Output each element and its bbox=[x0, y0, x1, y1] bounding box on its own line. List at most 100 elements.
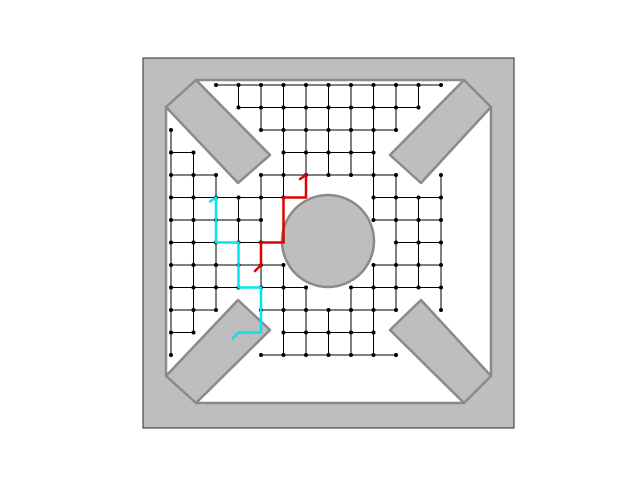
grid-node bbox=[169, 240, 173, 245]
grid-node bbox=[236, 105, 241, 110]
grid-node bbox=[281, 83, 286, 87]
arena bbox=[142, 57, 515, 429]
grid-node bbox=[394, 240, 398, 245]
grid-node bbox=[394, 308, 398, 312]
grid-node bbox=[394, 173, 398, 177]
grid-node bbox=[169, 150, 173, 155]
grid-node bbox=[214, 285, 218, 290]
grid-node bbox=[326, 330, 331, 335]
grid-node bbox=[371, 128, 376, 132]
grid-node bbox=[394, 353, 398, 357]
grid-node bbox=[281, 330, 286, 335]
grid-node bbox=[349, 128, 353, 132]
grid-node bbox=[236, 83, 241, 87]
grid-node bbox=[304, 353, 308, 357]
grid-node bbox=[439, 285, 443, 290]
grid-node bbox=[259, 195, 263, 200]
grid-node bbox=[416, 285, 421, 290]
grid-node bbox=[281, 308, 286, 312]
grid-node bbox=[394, 128, 398, 132]
grid-node bbox=[416, 218, 421, 222]
grid-node bbox=[281, 353, 286, 357]
path_b-line bbox=[214, 196, 263, 334]
grid-node bbox=[191, 240, 196, 245]
grid-node bbox=[394, 195, 398, 200]
grid-node bbox=[191, 195, 196, 200]
grid-node bbox=[304, 308, 308, 312]
grid-node bbox=[439, 240, 443, 245]
grid-node bbox=[416, 263, 421, 267]
grid-node bbox=[259, 128, 263, 132]
grid-node bbox=[214, 173, 218, 177]
grid-node bbox=[281, 173, 286, 177]
grid-node bbox=[371, 83, 376, 87]
grid-node bbox=[371, 218, 376, 222]
grid-node bbox=[371, 195, 376, 200]
grid-node bbox=[259, 218, 263, 222]
grid-node bbox=[439, 173, 443, 177]
grid-node bbox=[394, 263, 398, 267]
grid-node bbox=[169, 195, 173, 200]
grid-node bbox=[236, 218, 241, 222]
grid-node bbox=[416, 83, 421, 87]
grid-node bbox=[349, 83, 353, 87]
grid-node bbox=[169, 218, 173, 222]
diagonal-bar-bottom-right bbox=[388, 298, 493, 405]
grid-node bbox=[236, 195, 241, 200]
grid-node bbox=[439, 308, 443, 312]
grid-node bbox=[304, 128, 308, 132]
grid-node bbox=[191, 285, 196, 290]
grid-node bbox=[281, 105, 286, 110]
grid-node bbox=[169, 173, 173, 177]
grid-node bbox=[371, 150, 376, 155]
grid-node bbox=[326, 353, 331, 357]
diagonal-bar-top-left bbox=[164, 78, 272, 185]
grid-node bbox=[259, 105, 263, 110]
grid-node bbox=[191, 308, 196, 312]
path_b-start-tick bbox=[231, 331, 240, 340]
grid-node bbox=[439, 263, 443, 267]
grid-node bbox=[371, 353, 376, 357]
paths bbox=[208, 173, 308, 340]
grid-node bbox=[169, 330, 173, 335]
grid-edges bbox=[170, 84, 442, 356]
grid-node bbox=[281, 150, 286, 155]
grid-node bbox=[349, 105, 353, 110]
grid-node bbox=[169, 285, 173, 290]
diagonal-bar-top-right bbox=[388, 78, 493, 185]
grid-node bbox=[394, 218, 398, 222]
grid-node bbox=[169, 308, 173, 312]
grid-node bbox=[371, 330, 376, 335]
grid-node bbox=[281, 285, 286, 290]
grid-node bbox=[214, 83, 218, 87]
grid-node bbox=[304, 83, 308, 87]
grid-node bbox=[326, 150, 331, 155]
grid-node bbox=[349, 173, 353, 177]
path_a-end-tick bbox=[298, 173, 308, 181]
grid-node bbox=[326, 128, 331, 132]
grid-node bbox=[281, 128, 286, 132]
grid-node bbox=[191, 150, 196, 155]
diagonal-bar-bottom-left bbox=[164, 298, 272, 405]
grid-node bbox=[394, 285, 398, 290]
grid-node bbox=[439, 218, 443, 222]
grid-node bbox=[214, 263, 218, 267]
grid-node bbox=[349, 353, 353, 357]
grid-node bbox=[349, 150, 353, 155]
grid-node bbox=[191, 263, 196, 267]
grid-node bbox=[326, 105, 331, 110]
grid-node bbox=[191, 330, 196, 335]
grid-node bbox=[326, 83, 331, 87]
grid-node bbox=[281, 263, 286, 267]
grid-node bbox=[371, 263, 376, 267]
center-disk-obstacle bbox=[280, 193, 376, 289]
grid-node bbox=[394, 83, 398, 87]
grid-node bbox=[416, 240, 421, 245]
grid-node bbox=[304, 150, 308, 155]
grid-node bbox=[304, 105, 308, 110]
grid-node bbox=[371, 285, 376, 290]
path_a-line bbox=[259, 173, 308, 267]
grid-node bbox=[439, 83, 443, 87]
grid-node bbox=[371, 308, 376, 312]
